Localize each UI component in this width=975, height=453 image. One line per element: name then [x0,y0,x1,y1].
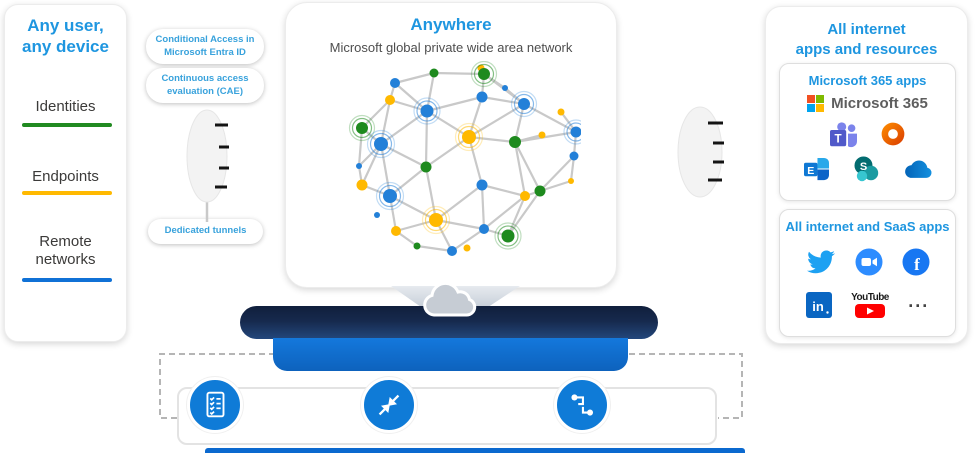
globe-network-graphic [348,61,581,256]
svg-text:E: E [808,164,815,176]
left-card-title: Any user, any device [22,16,109,57]
svg-text:f: f [914,255,920,274]
anywhere-subtitle: Microsoft global private wide area netwo… [329,40,573,55]
microsoft-365-apps-card: Microsoft 365 apps Microsoft 365 T [779,63,956,201]
linkedin-icon: in [805,292,832,318]
conditional-access-pill: Conditional Access in Microsoft Entra ID [146,29,264,64]
saas-apps-card: All internet and SaaS apps f i [779,209,956,337]
all-internet-apps-card: All internet apps and resources Microsof… [765,6,968,344]
any-user-any-device-card: Any user, any device Identities Endpoint… [4,4,127,342]
policy-checklist-icon [187,377,243,433]
remote-networks-label: Remote networks [35,233,96,268]
right-card-title: All internet apps and resources [795,21,938,58]
m365-card-title: Microsoft 365 apps [808,73,927,88]
tunnel-icon-right [677,106,724,198]
saas-card-title: All internet and SaaS apps [785,219,950,234]
bottom-services-panel [177,377,717,445]
bottom-blue-strip [205,448,745,453]
endpoints-label: Endpoints [32,168,99,185]
blue-bar [273,338,628,371]
traffic-flow-icon [554,377,610,433]
identities-underline [22,123,112,127]
youtube-icon: YouTube [851,291,889,318]
remote-networks-underline [22,278,112,282]
office-icon [881,122,905,146]
endpoints-underline [22,191,112,195]
youtube-label: YouTube [851,291,889,303]
exchange-icon: E [804,157,830,180]
svg-text:T: T [835,132,843,145]
anywhere-title: Anywhere [410,15,492,34]
teams-icon: T [830,121,858,147]
dedicated-tunnels-pill: Dedicated tunnels [148,219,263,244]
cae-pill: Continuous access evaluation (CAE) [146,68,264,103]
zoom-icon [855,248,882,276]
identities-label: Identities [35,98,96,115]
onedrive-icon [904,160,932,178]
microsoft-logo-icon [807,95,825,112]
anywhere-card: Anywhere Microsoft global private wide a… [285,2,617,288]
svg-text:in: in [812,299,824,314]
microsoft-365-label: Microsoft 365 [831,95,928,112]
twitter-icon [806,249,835,273]
converge-arrows-icon [361,377,417,433]
svg-text:S: S [860,161,867,173]
cloud-icon [423,281,477,317]
tunnel-icon-left [186,109,229,222]
sharepoint-icon: S [854,156,879,182]
facebook-icon: f [902,248,929,276]
